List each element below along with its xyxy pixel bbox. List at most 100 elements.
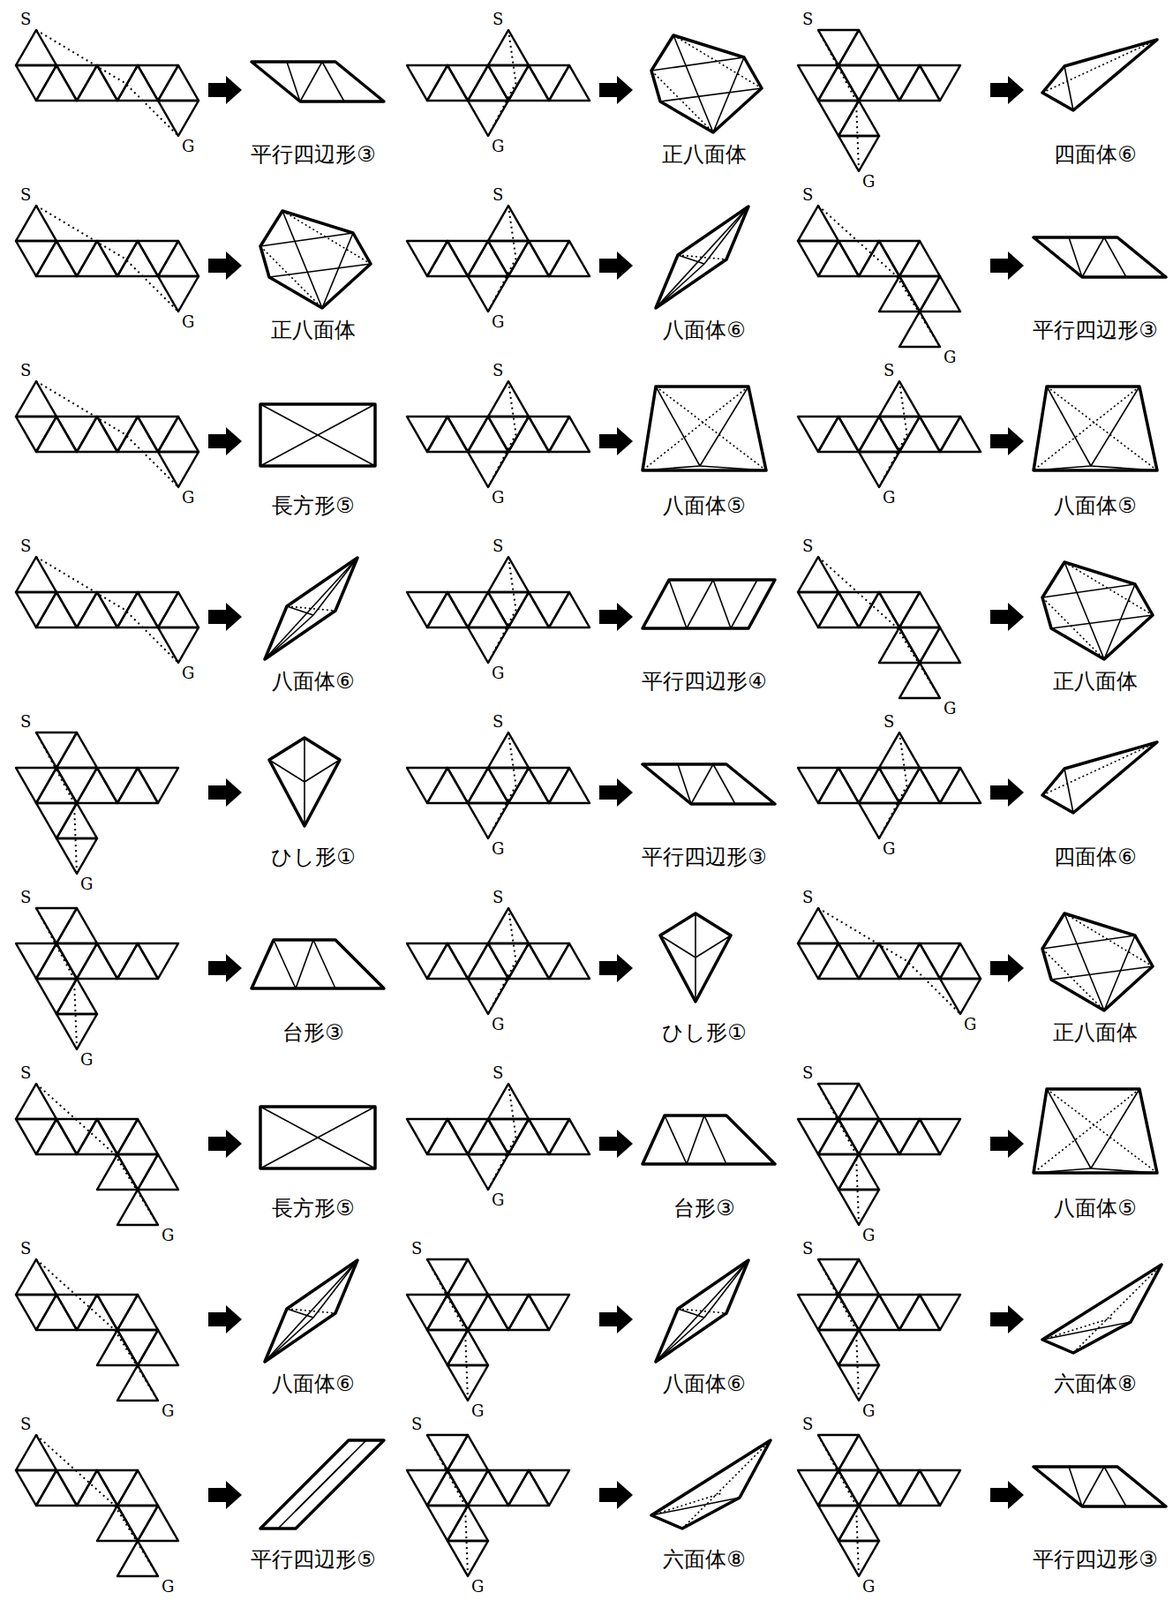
net-triangle [467, 416, 509, 452]
solid-outline [655, 206, 749, 309]
net-triangle [467, 943, 509, 979]
net-triangle [818, 1154, 859, 1190]
vertex-letter: S [492, 888, 504, 907]
shape-caption: 八面体⑤ [662, 494, 746, 518]
net-triangle [56, 978, 98, 1015]
net-triangle [427, 240, 468, 277]
solid-outline [260, 404, 376, 467]
shape-caption: 八面体⑥ [662, 318, 746, 342]
solid-edge [1130, 1264, 1162, 1323]
solid-edge [694, 957, 697, 1002]
net-triangle [919, 1119, 961, 1155]
solid-edge [1090, 386, 1140, 467]
net-triangle [488, 205, 529, 241]
fold-line [36, 1435, 158, 1577]
solid-edge [273, 939, 296, 989]
net-triangle [97, 1119, 138, 1155]
net-triangle [838, 1330, 880, 1366]
solid-edge [295, 939, 314, 989]
fold-line [36, 1083, 158, 1226]
solid-edge [322, 233, 354, 309]
vertex-letter: S [883, 361, 895, 380]
net-triangle [899, 592, 940, 628]
solid-edge [1104, 237, 1127, 278]
net-triangle [427, 943, 468, 979]
net-triangle [36, 943, 77, 979]
solid-outline [1042, 913, 1153, 1011]
net-triangle [488, 908, 529, 944]
solid-outline [651, 1440, 771, 1529]
solid-edge [1104, 935, 1136, 1011]
net-triangle [467, 978, 509, 1015]
net-triangle [528, 767, 570, 804]
net-triangle [15, 205, 57, 241]
net-triangle [447, 943, 489, 979]
arrow-symbol [208, 954, 242, 983]
fold-line [427, 1435, 468, 1577]
net-triangle [467, 803, 509, 839]
solid-edge [269, 759, 305, 782]
solid-outline [655, 1260, 749, 1362]
solid-edge [713, 764, 736, 805]
net-triangle [15, 556, 57, 593]
vertex-letter: S [411, 1415, 422, 1434]
shape-caption: ひし形① [270, 845, 356, 869]
net-triangle [117, 1154, 158, 1190]
net-triangle [97, 592, 138, 628]
solid-edge [660, 88, 762, 102]
net-triangle [899, 311, 940, 347]
net-triangle [548, 767, 590, 804]
arrow-symbol [208, 1481, 242, 1510]
net-triangle [137, 767, 179, 804]
vertex-letter: G [491, 488, 504, 507]
net-triangle [548, 592, 590, 628]
solid-edge [1064, 66, 1074, 111]
solid-edge [1042, 935, 1136, 949]
net-triangle [899, 662, 940, 699]
net-triangle [508, 1119, 549, 1155]
net-triangle [919, 767, 961, 804]
vertex-letter: S [492, 1064, 504, 1083]
net-triangle [36, 732, 77, 768]
net-triangle [56, 592, 98, 628]
net-triangle [797, 1294, 839, 1331]
net-triangle [447, 1259, 489, 1295]
arrow-symbol [599, 427, 633, 456]
net-triangle [899, 240, 940, 277]
vertex-letter: G [963, 1015, 977, 1034]
shape-caption: 平行四辺形④ [641, 669, 767, 693]
net-triangle [447, 1435, 489, 1471]
solid-outline [264, 1260, 358, 1362]
net-triangle [818, 100, 859, 136]
solid-edge [655, 206, 749, 309]
net-triangle [528, 65, 570, 101]
net-triangle [76, 767, 118, 804]
solid-edge [651, 1497, 740, 1516]
net-triangle [406, 1119, 448, 1155]
solid-edge [669, 579, 687, 629]
solid-edge [1068, 1466, 1083, 1507]
net-triangle [36, 592, 77, 628]
net-triangle [97, 767, 138, 804]
vertex-letter: G [943, 348, 956, 367]
hidden-edge [1042, 1317, 1113, 1340]
net-triangle [508, 1294, 549, 1331]
net-triangle [838, 592, 880, 628]
solid-edge [1090, 466, 1158, 471]
net-triangle [97, 240, 138, 277]
net-triangle [36, 908, 77, 944]
net-triangle [427, 1330, 468, 1366]
net-triangle [899, 416, 940, 452]
net-triangle [548, 943, 590, 979]
solid-outline [1042, 1264, 1162, 1354]
solid-outline [251, 61, 384, 102]
net-triangle [467, 100, 509, 136]
fold-line [818, 30, 859, 172]
net-triangle [406, 943, 448, 979]
net-triangle [488, 65, 529, 101]
net-triangle [427, 416, 468, 452]
solid-edge [264, 1260, 358, 1362]
vertex-letter: G [181, 313, 195, 331]
net-triangle [838, 1470, 880, 1506]
net-triangle [137, 1330, 179, 1366]
